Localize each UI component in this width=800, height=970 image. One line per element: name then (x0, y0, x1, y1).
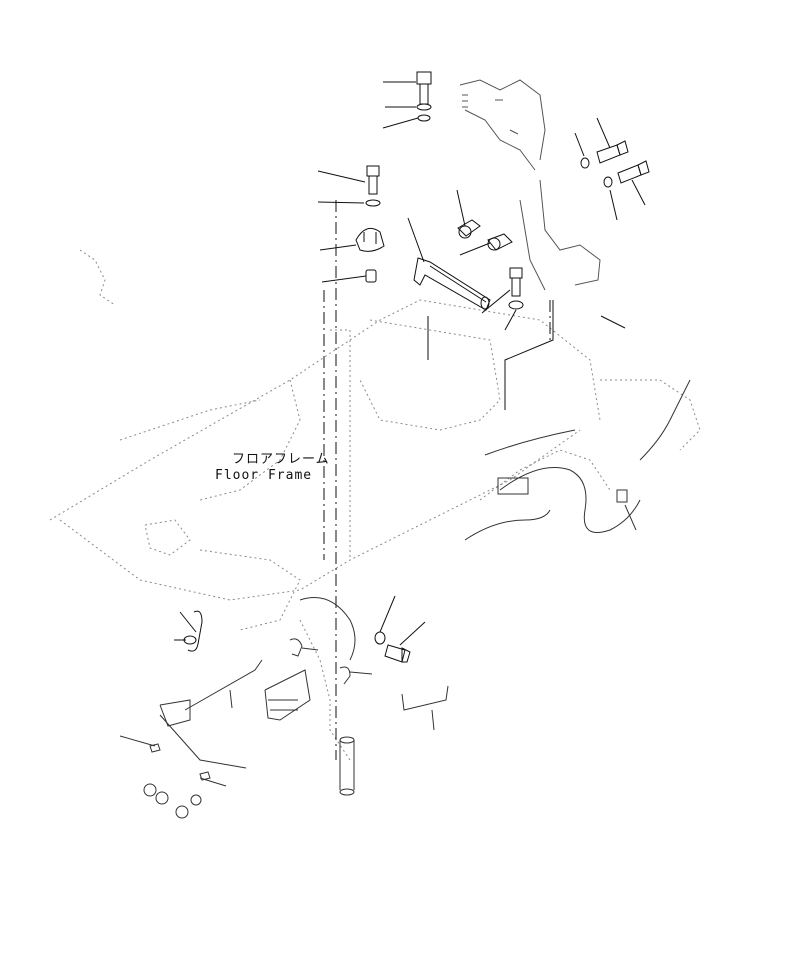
harness-plate (160, 639, 372, 726)
pipe-clamp-left (174, 611, 202, 651)
hose-assembly-right (465, 380, 690, 540)
middle-bolt (482, 268, 625, 330)
leader-lines (428, 300, 553, 410)
lower-clips (120, 686, 448, 818)
bushings (457, 190, 512, 255)
floor-frame-outline (50, 250, 700, 760)
clamp-bolt-set (318, 166, 384, 282)
assembly-centerline (324, 200, 550, 760)
floor-frame-label-en: Floor Frame (215, 468, 313, 483)
top-bolt (383, 72, 431, 128)
lever-bracket (408, 218, 490, 310)
control-valve-block (460, 80, 600, 290)
vertical-pipe (300, 598, 355, 796)
right-bolts (575, 118, 649, 220)
lower-bolt-set (375, 596, 425, 662)
